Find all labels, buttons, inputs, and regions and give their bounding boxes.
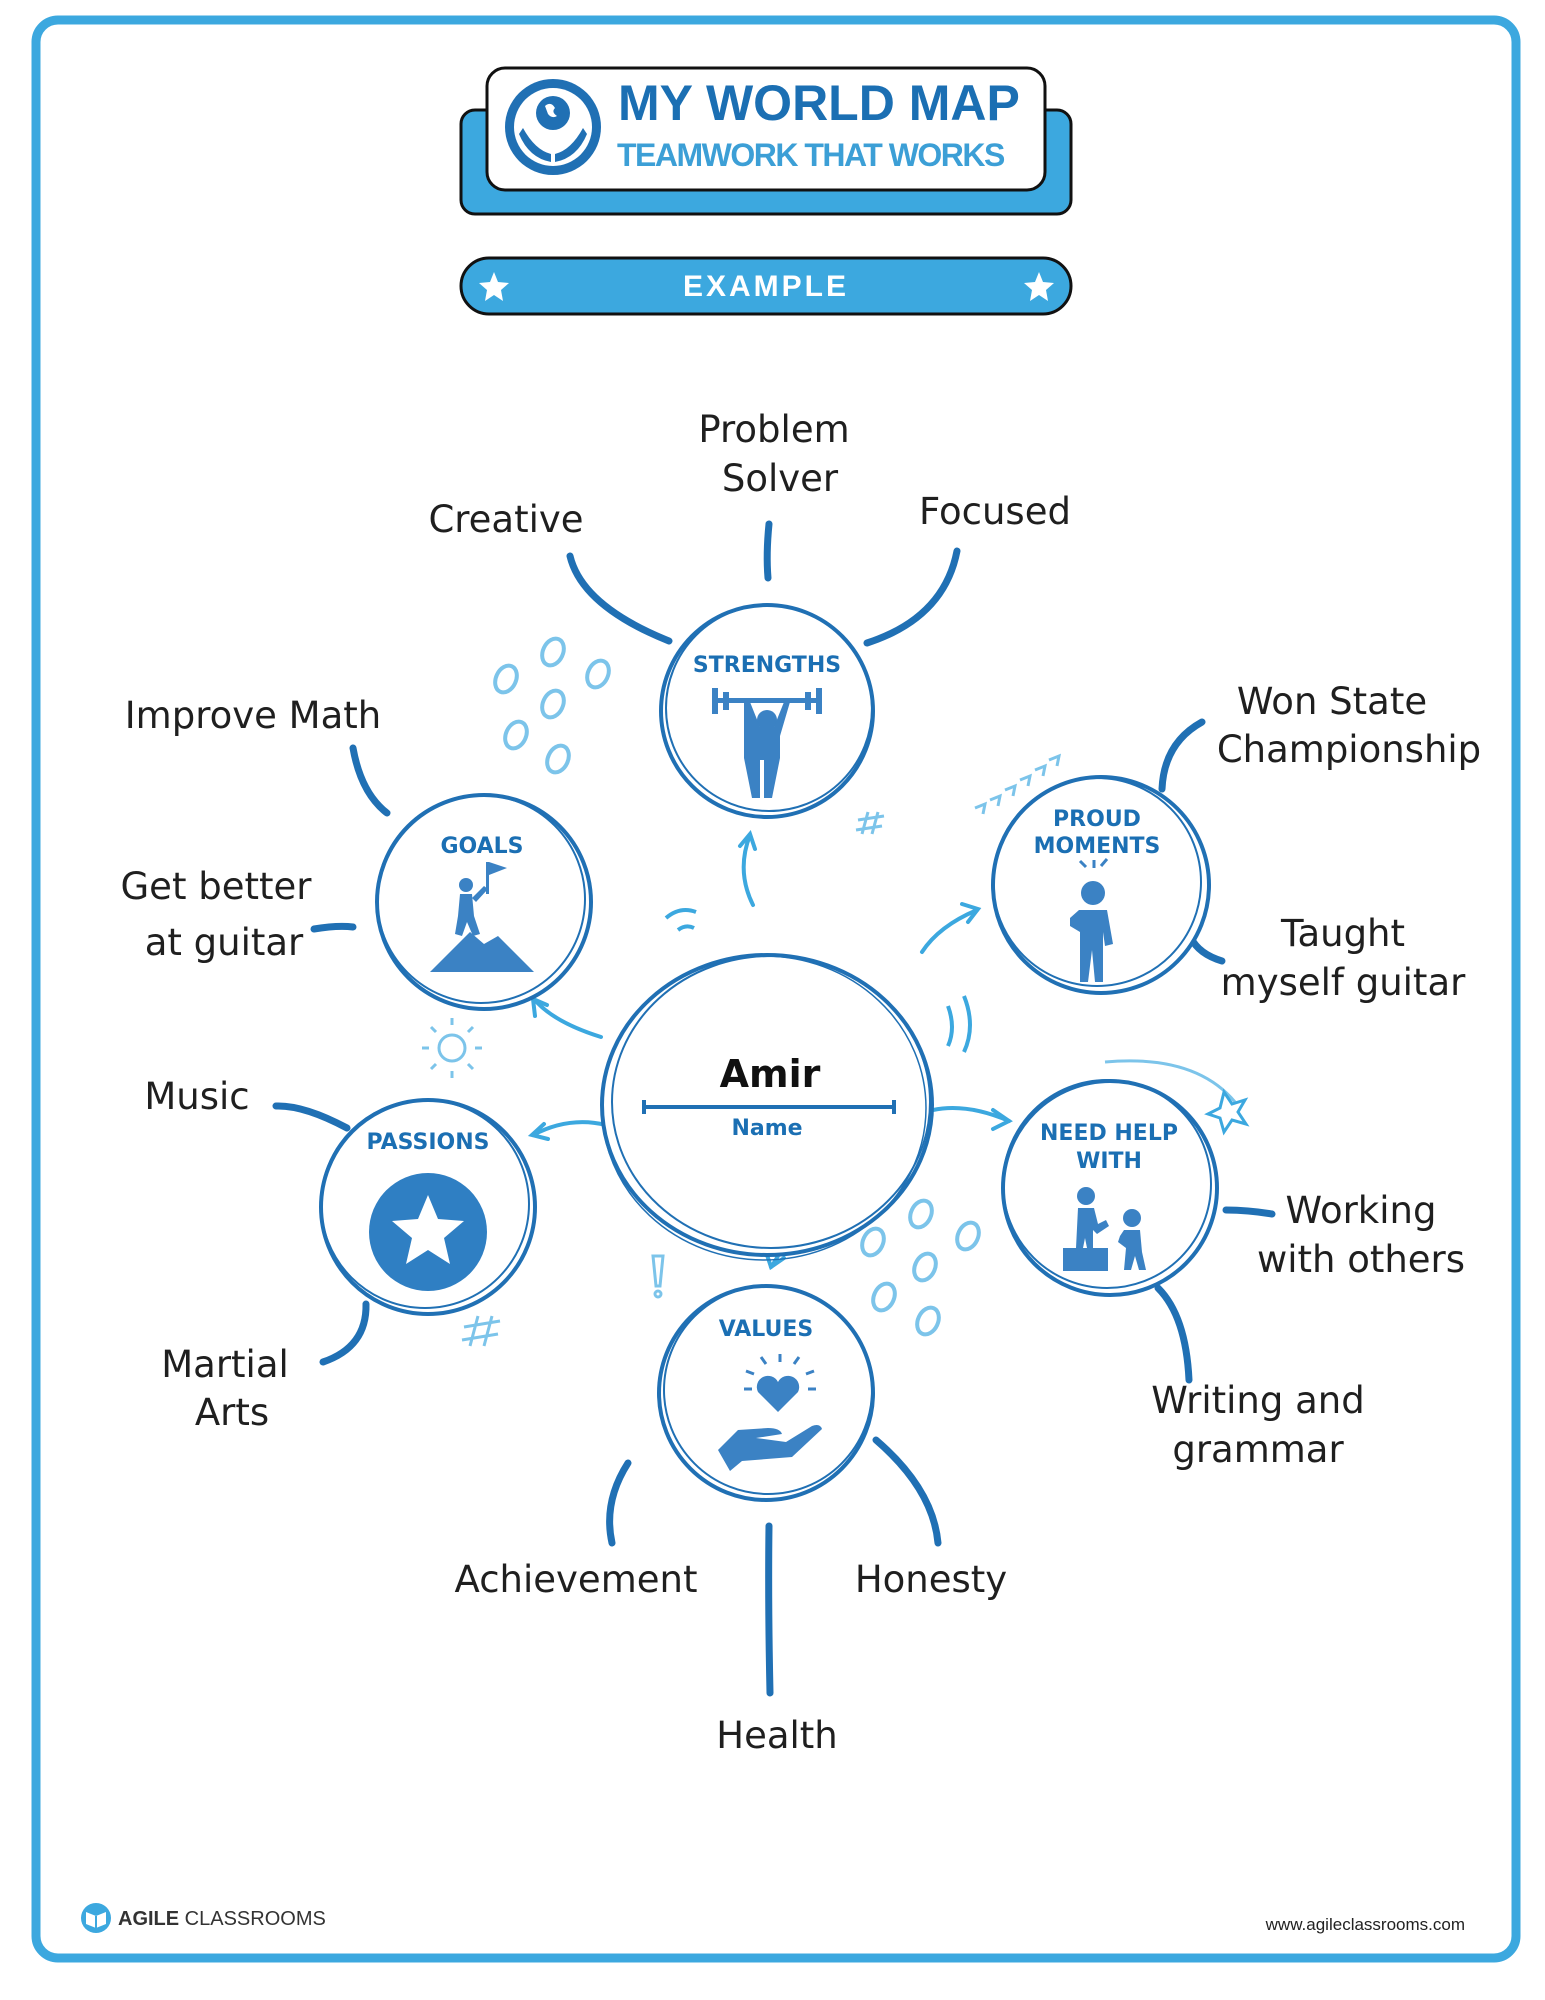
item-text: Music <box>144 1075 249 1118</box>
node-label: VALUES <box>719 1317 814 1342</box>
title-plate: MY WORLD MAP TEAMWORK THAT WORKS <box>459 66 1073 216</box>
hash-doodle <box>461 1315 501 1347</box>
footer: AGILE CLASSROOMS www.agileclassrooms.com <box>81 1903 1465 1934</box>
node-label: PASSIONS <box>367 1130 490 1155</box>
item-text: Focused <box>919 490 1071 533</box>
globe-hands-icon <box>505 79 601 175</box>
center-name-node: Amir Name <box>600 953 934 1261</box>
node-goals: GOALS <box>375 793 593 1011</box>
proud-person-icon <box>1070 858 1113 982</box>
item-text: Problem <box>698 408 849 451</box>
item-text: at guitar <box>145 921 304 964</box>
item-text: Get better <box>121 865 313 908</box>
item-texts: Creative Problem Solver Focused Improve … <box>121 408 1482 1757</box>
name-underline <box>642 1100 896 1114</box>
item-text: grammar <box>1172 1428 1344 1471</box>
node-label-line2: WITH <box>1076 1149 1142 1174</box>
node-strengths: STRENGTHS <box>659 603 875 819</box>
sparkle-icon <box>1204 1088 1250 1136</box>
node-label-line1: PROUD <box>1053 807 1141 832</box>
node-label: STRENGTHS <box>693 653 841 678</box>
node-need-help: NEED HELP WITH <box>1001 1079 1219 1297</box>
item-text: Arts <box>195 1391 269 1434</box>
footer-brand-bold: AGILE <box>118 1908 179 1930</box>
page-title: MY WORLD MAP <box>618 75 1020 131</box>
item-text: Championship <box>1217 728 1481 771</box>
page-frame <box>31 15 1521 1963</box>
item-text: Honesty <box>855 1558 1007 1601</box>
exclamation-doodle <box>651 1254 665 1299</box>
chevron-doodle <box>974 753 1062 815</box>
item-text: Writing and <box>1151 1379 1365 1422</box>
example-banner: EXAMPLE <box>459 256 1073 316</box>
heart-hand-icon <box>718 1354 822 1471</box>
node-label-line1: NEED HELP <box>1040 1121 1178 1146</box>
footer-url: www.agileclassrooms.com <box>1265 1915 1465 1934</box>
star-icon <box>479 272 509 301</box>
node-values: VALUES <box>657 1284 875 1502</box>
item-text: Solver <box>722 457 839 500</box>
node-label-line2: MOMENTS <box>1034 834 1161 859</box>
book-logo-icon <box>81 1903 111 1933</box>
item-text: Achievement <box>455 1558 698 1601</box>
weightlifter-icon <box>712 688 822 798</box>
motion-lines <box>664 908 697 932</box>
item-text: myself guitar <box>1221 961 1466 1004</box>
node-proud-moments: PROUD MOMENTS <box>991 775 1211 995</box>
center-name-caption: Name <box>731 1116 802 1141</box>
item-text: Creative <box>428 498 583 541</box>
helping-hand-icon <box>1063 1187 1146 1271</box>
page-subtitle: TEAMWORK THAT WORKS <box>617 137 1005 173</box>
connectors <box>272 520 1276 1697</box>
item-text: Won State <box>1237 680 1427 723</box>
item-text: with others <box>1257 1238 1465 1281</box>
item-text: Taught <box>1280 912 1405 955</box>
footer-brand-rest: CLASSROOMS <box>179 1908 326 1930</box>
star-icon <box>392 1195 464 1264</box>
item-text: Improve Math <box>125 694 381 737</box>
sun-icon <box>422 1018 482 1078</box>
banner-label: EXAMPLE <box>683 270 849 303</box>
star-icon <box>1024 272 1054 301</box>
motion-lines <box>946 995 972 1053</box>
item-text: Martial <box>161 1343 289 1386</box>
center-name-value: Amir <box>720 1052 821 1096</box>
item-text: Working <box>1286 1189 1437 1232</box>
footer-brand: AGILE CLASSROOMS <box>118 1908 326 1930</box>
item-text: Health <box>716 1714 838 1757</box>
node-passions: PASSIONS <box>319 1098 537 1316</box>
bubble-cluster <box>493 636 611 775</box>
node-label: GOALS <box>440 834 523 859</box>
bubble-cluster <box>860 1198 981 1337</box>
mountain-flag-icon <box>430 862 534 972</box>
hash-doodle <box>855 811 885 835</box>
decorations <box>422 636 1250 1347</box>
